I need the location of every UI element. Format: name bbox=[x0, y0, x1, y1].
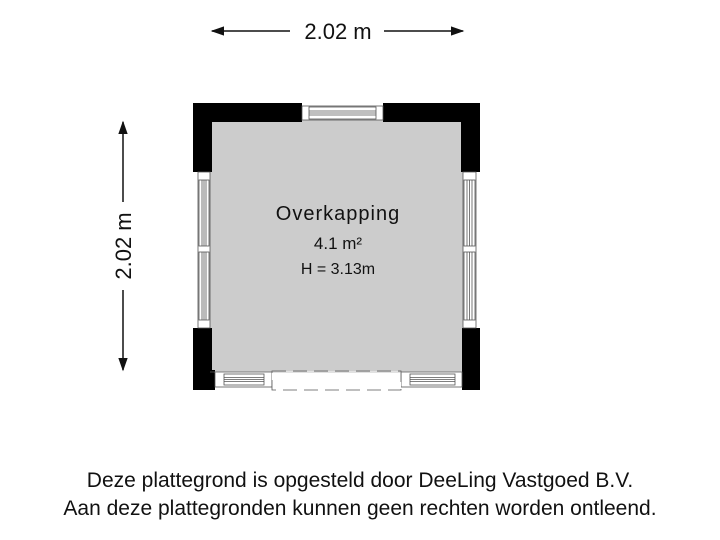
depth-dimension: 2.02 m bbox=[111, 120, 136, 372]
window-right bbox=[462, 171, 477, 329]
width-label: 2.02 m bbox=[304, 19, 371, 44]
disclaimer-line-2: Aan deze plattegronden kunnen geen recht… bbox=[63, 497, 657, 520]
window-left bbox=[197, 171, 211, 329]
depth-label: 2.02 m bbox=[111, 212, 136, 279]
wall-bottom-left bbox=[193, 328, 215, 390]
width-dimension: 2.02 m bbox=[210, 19, 465, 44]
window-top bbox=[301, 105, 384, 121]
room-floor bbox=[210, 120, 463, 372]
open-passage bbox=[271, 370, 402, 391]
window-bottom-left bbox=[214, 371, 273, 388]
room-area: 4.1 m² bbox=[314, 234, 363, 253]
walls bbox=[193, 103, 480, 390]
disclaimer-line-1: Deze plattegrond is opgesteld door DeeLi… bbox=[86, 469, 634, 492]
room-name: Overkapping bbox=[276, 203, 400, 225]
wall-bottom-right bbox=[462, 328, 480, 390]
room-height: H = 3.13m bbox=[301, 261, 375, 278]
wall-top-left bbox=[193, 103, 302, 172]
window-bottom-right bbox=[400, 371, 463, 388]
wall-top-right bbox=[383, 103, 480, 172]
